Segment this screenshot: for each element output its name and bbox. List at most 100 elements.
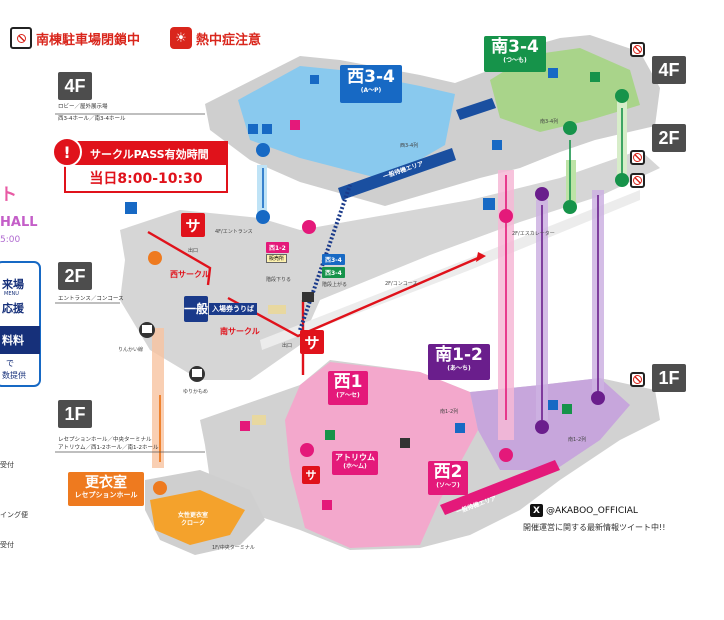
- heat-warning-icon: ☀: [170, 27, 192, 49]
- row-chip-south34: 西3-4: [322, 267, 345, 278]
- yurikamome-label: ゆりかもめ: [183, 389, 209, 395]
- circle-pass-time: 当日8:00-10:30: [89, 171, 203, 187]
- left-cut-t3: 5:00: [0, 235, 21, 245]
- up-stairs-label: 階段上がる: [322, 282, 348, 288]
- left-cut-panel: [0, 261, 41, 387]
- zone-south12-name: 南1-2: [435, 345, 483, 365]
- exit-label: 出口: [188, 248, 199, 254]
- connector-green: [566, 160, 576, 205]
- train-icons: [139, 322, 205, 382]
- south-circle-label: 南サークル: [220, 327, 260, 336]
- right-floor-tag-1f: 1F: [652, 364, 686, 392]
- escalator-icons: [148, 89, 629, 495]
- south-2f-escalator-label: 2F/エスカレーター: [512, 231, 555, 237]
- locker-inner-line2: クローク: [181, 520, 206, 527]
- zone-south12: 南1-2 (あ〜ち): [428, 344, 490, 380]
- floor-4f-note2: 西3-4ホール／南3-4ホール: [58, 116, 126, 122]
- zone-locker-name: 更衣室: [85, 475, 127, 491]
- sale-label: 販売所: [266, 254, 288, 263]
- zone-south34-name: 南3-4: [491, 37, 539, 57]
- left-cut-side2: イング便: [0, 511, 28, 519]
- zone-west2-name: 西2: [433, 462, 463, 482]
- zone-west34-name: 西3-4: [347, 67, 395, 87]
- floor-tag-4f: 4F: [58, 72, 92, 100]
- route-arrowhead: [476, 252, 486, 262]
- heat-notice-text: 熱中症注意: [196, 32, 262, 48]
- left-cut-b5: で: [6, 359, 14, 368]
- right-floor-tag-2f: 2F: [652, 124, 686, 152]
- right-floor-tag-4f: 4F: [652, 56, 686, 84]
- zone-west34: 西3-4 (A〜P): [340, 65, 402, 103]
- south12-row-label: 南1-2列: [568, 437, 587, 443]
- no-entry-icon: [630, 42, 645, 57]
- left-cut-b4: 料料: [2, 334, 24, 347]
- circle-marker-west: サ: [181, 213, 205, 237]
- no-entry-icon: [630, 173, 645, 188]
- general-entry-badge: 一般: [184, 296, 208, 322]
- zone-west1-name: 西1: [333, 372, 363, 392]
- floor-4f-note1: ロビー／屋外展示場: [58, 104, 108, 110]
- parking-notice: 南棟駐車場閉鎖中: [10, 27, 140, 49]
- zone-locker: 更衣室 レセプションホール: [68, 472, 144, 506]
- left-cut-side3: 受付: [0, 541, 14, 549]
- zone-west2-sub: (ソ〜フ): [436, 482, 460, 489]
- facility-icons: [125, 68, 600, 510]
- row-chip-west12: 西1-2: [266, 242, 289, 253]
- down-stairs-label: 階段下りる: [266, 277, 292, 283]
- no-parking-icon: [10, 27, 32, 49]
- social-handle-text: @AKABOO_OFFICIAL: [546, 505, 638, 516]
- west34-wait-strip: [338, 148, 456, 200]
- connector-locker: [152, 328, 164, 468]
- west34-row-label: 西3-4列: [400, 143, 419, 149]
- row-chip-west34: 西3-4: [322, 254, 345, 265]
- zone-atrium: アトリウム (ホ〜ム): [332, 451, 378, 475]
- zone-west1-sub: (ア〜セ): [336, 392, 360, 399]
- concourse-2f-label: 2F/コンコース: [385, 281, 418, 287]
- zone-south34: 南3-4 (つ〜も): [484, 36, 546, 72]
- left-cut-t1: ト: [0, 185, 17, 205]
- floor-2f-note1: エントランス／コンコース: [58, 296, 124, 302]
- circle-pass-box: ! サークルPASS有効時間 当日8:00-10:30: [52, 137, 228, 193]
- left-cut-b3: 応援: [2, 302, 24, 315]
- left-cut-t2: HALL: [0, 215, 38, 230]
- floor-1f-note2: アトリウム／西1-2ホール／南1-2ホール: [58, 445, 159, 451]
- west-circle-label: 西サークル: [170, 270, 210, 279]
- floor-1f-note1: レセプションホール／中央ターミナル: [58, 437, 152, 443]
- locker-inner-label: 女性更衣室 クローク: [178, 512, 208, 528]
- zone-atrium-sub: (ホ〜ム): [343, 463, 367, 470]
- alert-icon: !: [52, 137, 82, 167]
- circle-marker-1f: サ: [302, 466, 320, 484]
- west2-wait-strip: [440, 460, 560, 515]
- floor-tag-2f: 2F: [58, 262, 92, 290]
- rinkai-label: りんかい線: [118, 347, 144, 353]
- circle-pass-title-text: サークルPASS有効時間: [90, 148, 209, 161]
- south12-entrance-label: 南1-2列: [440, 409, 459, 415]
- locker-inner-line1: 女性更衣室: [178, 512, 209, 519]
- entrance-4f-label: 4F/エントランス: [215, 229, 253, 235]
- floor-2f-slab: [120, 150, 660, 380]
- left-cut-band: [0, 326, 40, 354]
- social-info-text: 開催運営に関する最新情報ツイート中!!: [523, 523, 666, 532]
- exit-label-2: 出口: [282, 343, 293, 349]
- west12-hall-area: [285, 362, 478, 548]
- locker-room-area: [150, 490, 245, 545]
- zone-atrium-name: アトリウム: [335, 453, 375, 462]
- social-handle: X @AKABOO_OFFICIAL: [530, 504, 638, 517]
- ticket-counter-label: 入場券うりば: [209, 303, 257, 315]
- heat-notice: ☀ 熱中症注意: [170, 27, 261, 49]
- zone-west34-sub: (A〜P): [360, 87, 382, 94]
- zone-west1: 西1 (ア〜セ): [328, 371, 368, 405]
- south12-hall-area: [470, 378, 630, 470]
- circle-marker-south: サ: [300, 330, 324, 354]
- west34-wait-strip-2: [456, 98, 496, 120]
- west-circle-route: [147, 230, 212, 286]
- no-entry-icon: [630, 150, 645, 165]
- left-cut-b1: 来場: [2, 278, 24, 291]
- zone-south34-sub: (つ〜も): [503, 57, 527, 64]
- floor-tag-1f: 1F: [58, 400, 92, 428]
- parking-notice-text: 南棟駐車場閉鎖中: [36, 32, 141, 48]
- connector-west34: [257, 165, 267, 220]
- no-entry-icon: [630, 372, 645, 387]
- x-logo-icon: X: [530, 504, 543, 517]
